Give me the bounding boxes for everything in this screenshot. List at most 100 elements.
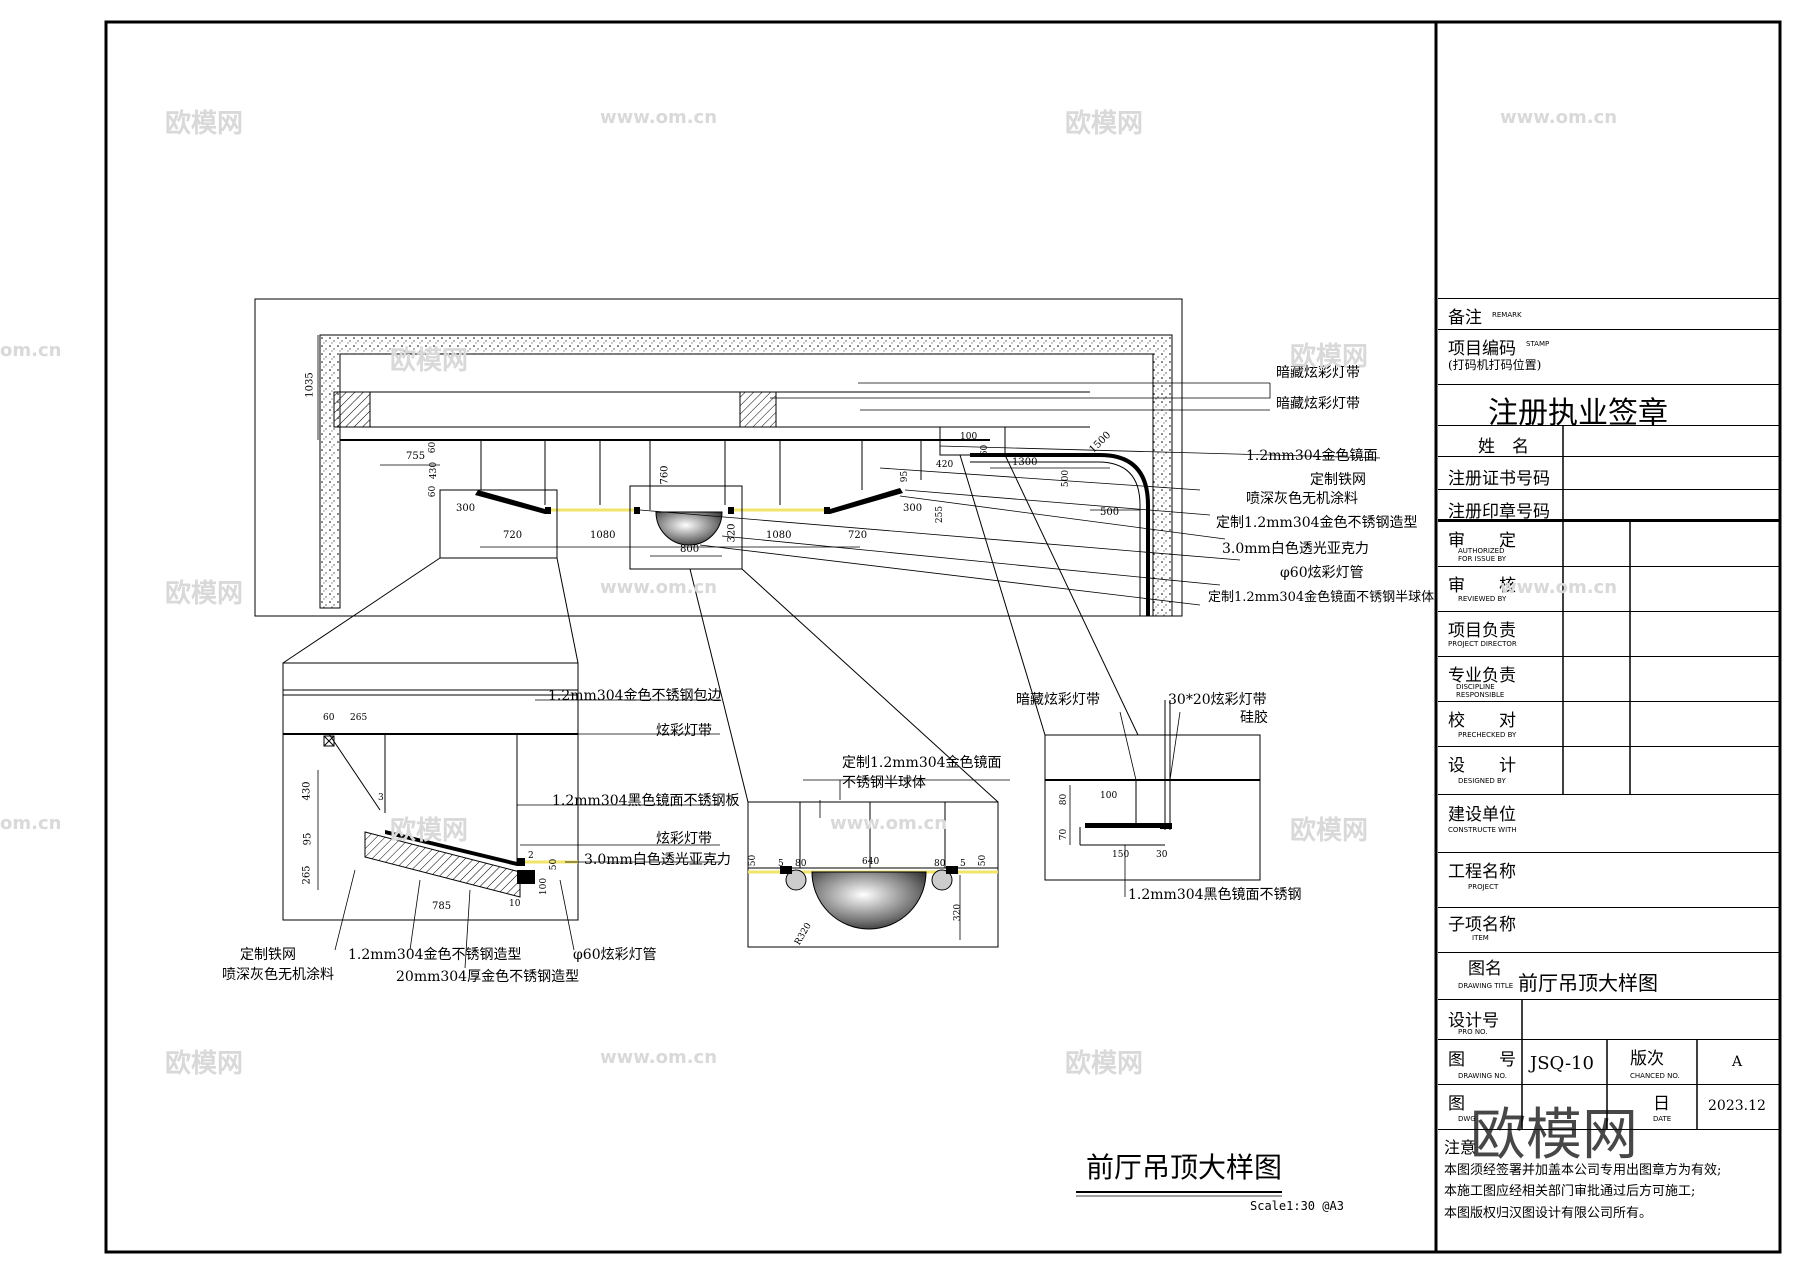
tb-design-no-en: PRO NO. [1458, 1028, 1488, 1036]
tb-project-code: 项目编码 STAMP (打码机打码位置) [1438, 330, 1780, 385]
label-concealed-strip-detail: 暗藏炫彩灯带 [1016, 692, 1100, 708]
tb-project-director-en: PROJECT DIRECTOR [1448, 640, 1517, 648]
tb-remark-en: REMARK [1492, 311, 1522, 319]
detail-3 [1044, 700, 1261, 897]
watermark-brand: 欧模网 [1290, 816, 1369, 846]
dim-800: 800 [680, 544, 700, 555]
dim-f50b: 50 [978, 854, 989, 867]
dim-e50: 50 [549, 858, 560, 871]
tb-date-cn: 日 [1653, 1094, 1670, 1114]
watermark-brand: 欧模网 [390, 816, 469, 846]
watermark-brand: 欧模网 [1065, 109, 1144, 139]
dim-100: 100 [960, 432, 978, 442]
dim-95: 95 [900, 470, 911, 483]
watermark-url: www.om.cn [600, 1047, 718, 1068]
dim-420: 420 [936, 460, 954, 470]
tb-authorized: 审 定 AUTHORIZED FOR ISSUE BY [1438, 522, 1780, 567]
dim-f80b: 80 [934, 859, 946, 869]
dim-60c: 60 [980, 444, 991, 457]
tb-dwg-en: DWG [1458, 1115, 1476, 1123]
dim-60b: 60 [428, 485, 439, 498]
dim-1300: 1300 [1012, 457, 1038, 468]
dim-e265b: 265 [301, 865, 313, 885]
tb-project-director-cn: 项目负责 [1448, 621, 1516, 641]
tb-name: 姓 名 [1438, 426, 1780, 457]
tb-cert-no-label: 注册证书号码 [1448, 469, 1550, 489]
dim-g70: 70 [1059, 828, 1070, 841]
label-led-tube-detail: φ60炫彩灯管 [573, 947, 657, 963]
dim-f50a: 50 [748, 854, 759, 867]
label-silicone: 硅胶 [1240, 710, 1268, 726]
tb-designed-cn: 设 计 [1448, 756, 1516, 776]
tb-dwg-cn: 图 [1448, 1094, 1465, 1114]
dim-e785: 785 [432, 901, 452, 912]
label-black-mirror: 1.2mm304黑色镜面不锈钢板 [552, 793, 740, 809]
tb-authorized-en: AUTHORIZED FOR ISSUE BY [1458, 547, 1507, 563]
label-strip-a: 炫彩灯带 [656, 723, 712, 739]
watermark-url: www.om.cn [830, 813, 948, 834]
tb-seal-no-label: 注册印章号码 [1448, 502, 1550, 522]
tb-designed: 设 计 DESIGNED BY [1438, 747, 1780, 795]
tb-drawing-no-cn: 图 号 [1448, 1050, 1516, 1070]
watermark-brand: 欧模网 [390, 346, 469, 376]
tb-discipline: 专业负责 DISCIPLINE RESPONSIBLE [1438, 657, 1780, 702]
dim-f320: 320 [953, 903, 964, 922]
watermark-brand: 欧模网 [165, 579, 244, 609]
tb-item-en: ITEM [1472, 934, 1489, 942]
watermark-brand: 欧模网 [1290, 342, 1369, 372]
tb-project-cn: 工程名称 [1448, 862, 1516, 882]
dim-60a: 60 [428, 441, 439, 454]
tb-discipline-en: DISCIPLINE RESPONSIBLE [1456, 683, 1505, 699]
dim-f80a: 80 [795, 859, 807, 869]
label-white-acrylic: 3.0mm白色透光亚克力 [1222, 541, 1369, 557]
tb-date-value: 2023.12 [1708, 1098, 1766, 1114]
watermark-url: om.cn [0, 813, 62, 834]
tb-project-en: PROJECT [1468, 883, 1499, 891]
label-hemisphere-detail: 不锈钢半球体 [842, 775, 926, 791]
dim-g100: 100 [1100, 791, 1118, 801]
tb-cert-no: 注册证书号码 [1438, 457, 1780, 490]
watermark-brand: 欧模网 [165, 1049, 244, 1079]
tb-designed-en: DESIGNED BY [1458, 777, 1506, 785]
dim-300b: 300 [903, 503, 923, 514]
dim-e265a: 265 [350, 713, 368, 723]
tb-drawing-no-en: DRAWING NO. [1458, 1072, 1507, 1080]
tb-date-en: DATE [1653, 1115, 1672, 1123]
dim-430: 430 [429, 461, 440, 480]
tb-seal-no: 注册印章号码 [1438, 490, 1780, 522]
label-white-acrylic-detail: 3.0mm白色透光亚克力 [584, 852, 731, 868]
tb-drawing-title-en: DRAWING TITLE [1458, 982, 1514, 990]
dim-g30: 30 [1156, 850, 1168, 860]
dim-e10: 10 [509, 899, 521, 909]
detail-2 [747, 779, 1010, 948]
tb-prechecked-en: PRECHECKED BY [1458, 731, 1517, 739]
tb-project: 工程名称 PROJECT [1438, 853, 1780, 908]
tb-project-director: 项目负责 PROJECT DIRECTOR [1438, 612, 1780, 657]
tb-reviewed-en: REVIEWED BY [1458, 595, 1507, 603]
watermark-url: om.cn [0, 340, 62, 361]
dim-755: 755 [406, 451, 426, 462]
dim-760: 760 [659, 465, 671, 485]
label-gold-mirror: 1.2mm304金色镜面 [1246, 448, 1378, 464]
tb-note-2: 本施工图应经相关部门审批通过后方可施工; [1444, 1184, 1696, 1199]
label-strip-size: 30*20炫彩灯带 [1168, 692, 1267, 708]
dim-720b: 720 [848, 530, 868, 541]
label-concealed-strip-2: 暗藏炫彩灯带 [1276, 396, 1360, 412]
tb-design-no: 设计号 PRO NO. [1438, 1000, 1780, 1040]
tb-project-code-note: (打码机打码位置) [1448, 358, 1542, 372]
dim-f5a: 5 [778, 859, 784, 869]
dim-500b: 500 [1100, 507, 1120, 518]
label-gold-shape-detail: 1.2mm304金色不锈钢造型 [348, 947, 522, 963]
dim-1035: 1035 [304, 372, 316, 398]
watermark-url: www.om.cn [1500, 577, 1618, 598]
tb-revision-en: CHANCED NO. [1630, 1072, 1680, 1080]
watermark-stamp: 欧模网 [1470, 1103, 1638, 1168]
dim-e3: 3 [378, 793, 384, 803]
dim-e100: 100 [539, 877, 550, 896]
tb-reviewed-cn: 审 核 [1448, 576, 1516, 596]
tb-prechecked: 校 对 PRECHECKED BY [1438, 702, 1780, 747]
tb-design-no-cn: 设计号 [1448, 1011, 1499, 1031]
tb-notes-title: 注意 [1444, 1138, 1477, 1157]
tb-item: 子项名称 ITEM [1438, 908, 1780, 953]
